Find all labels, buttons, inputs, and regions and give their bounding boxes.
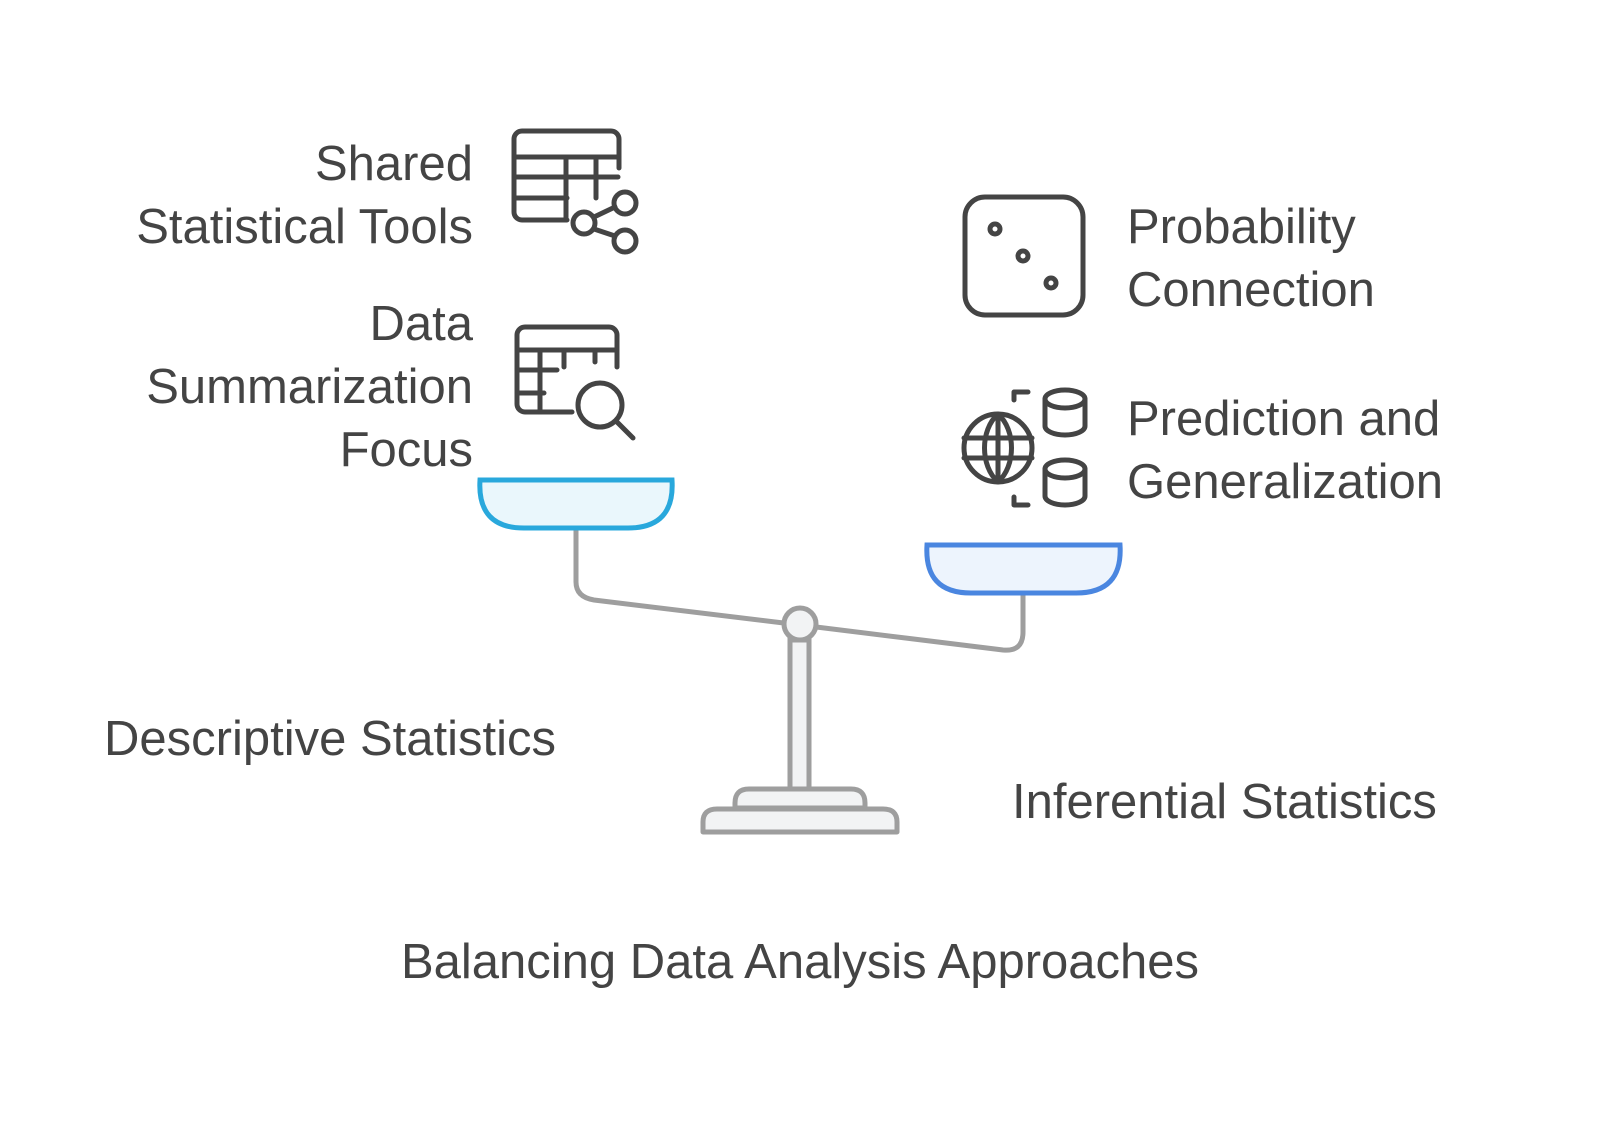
item-label-line: Statistical Tools [136, 200, 473, 254]
dice-icon [962, 194, 1086, 318]
item-prediction-generalization: Prediction and Generalization [1127, 392, 1443, 509]
item-data-summarization-focus: Data Summarization Focus [146, 297, 474, 477]
item-label-line: Generalization [1127, 455, 1443, 509]
item-label-line: Connection [1127, 263, 1375, 317]
item-label-line: Prediction and [1127, 392, 1440, 446]
item-shared-statistical-tools: Shared Statistical Tools [136, 137, 473, 254]
item-probability-connection: Probability Connection [1127, 200, 1375, 317]
item-label-line: Probability [1127, 200, 1356, 254]
item-label-line: Focus [340, 423, 473, 477]
left-pan [477, 477, 675, 531]
balance-scale [477, 477, 1123, 835]
item-label-line: Summarization [146, 360, 473, 414]
globe-database-icon [961, 387, 1088, 508]
inferential-statistics-label: Inferential Statistics [1012, 775, 1437, 829]
table-search-icon [514, 324, 636, 441]
descriptive-statistics-label: Descriptive Statistics [104, 712, 556, 766]
item-label-line: Data [369, 297, 473, 351]
table-share-icon [511, 128, 639, 255]
right-pan [924, 542, 1123, 596]
item-label-line: Shared [315, 137, 473, 191]
diagram-title: Balancing Data Analysis Approaches [401, 935, 1199, 989]
